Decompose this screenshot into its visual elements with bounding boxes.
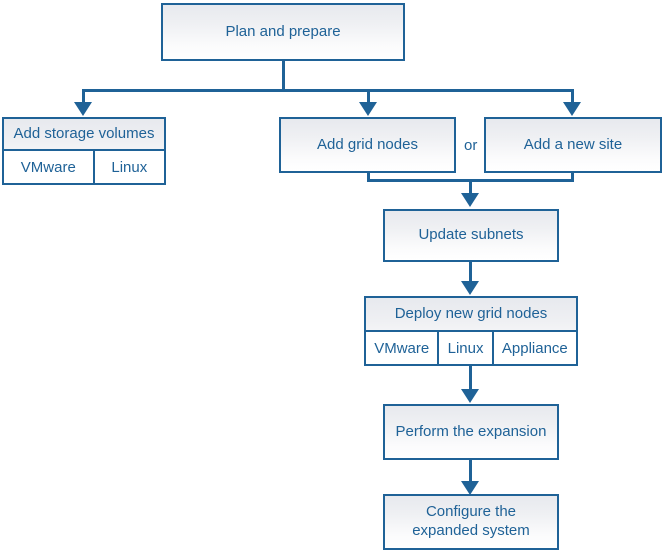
connector-plan-to-storage-drop xyxy=(82,89,85,103)
option-linux[interactable]: Linux xyxy=(92,151,164,183)
connector-update-subnets-to-deploy xyxy=(469,262,472,283)
arrowhead-to-perform-the-expansion xyxy=(461,389,479,403)
node-label: Add a new site xyxy=(523,135,623,153)
node-add-storage-volumes[interactable]: Add storage volumes VMware Linux xyxy=(2,117,166,185)
node-label: Add grid nodes xyxy=(317,135,418,153)
option-linux[interactable]: Linux xyxy=(437,332,492,364)
platform-options-row: VMware Linux Appliance xyxy=(366,330,576,364)
connector-deploy-to-perform xyxy=(469,366,472,390)
platform-options-row: VMware Linux xyxy=(4,149,164,183)
option-vmware[interactable]: VMware xyxy=(4,151,93,183)
node-perform-the-expansion[interactable]: Perform the expansion xyxy=(383,404,559,460)
arrowhead-to-add-storage-volumes xyxy=(74,102,92,116)
node-configure-the-expanded-system[interactable]: Configure the expanded system xyxy=(383,494,559,550)
arrowhead-to-add-a-new-site xyxy=(563,102,581,116)
node-label: Deploy new grid nodes xyxy=(394,304,548,322)
arrowhead-to-configure-the-expanded-system xyxy=(461,481,479,495)
node-label: Configure the expanded system xyxy=(412,503,530,539)
option-vmware[interactable]: VMware xyxy=(366,332,438,364)
node-label: Update subnets xyxy=(418,226,524,244)
or-connector-label: or xyxy=(464,137,478,154)
connector-newsite-down xyxy=(571,173,574,182)
connector-plan-to-gridnodes-drop xyxy=(367,89,370,103)
connector-plan-stem xyxy=(282,61,285,91)
connector-merge-stem xyxy=(469,179,472,195)
arrowhead-to-deploy-new-grid-nodes xyxy=(461,281,479,295)
connector-gridnodes-down xyxy=(367,173,370,182)
node-plan-and-prepare[interactable]: Plan and prepare xyxy=(161,3,405,61)
node-add-a-new-site[interactable]: Add a new site xyxy=(484,117,662,173)
arrowhead-to-update-subnets xyxy=(461,193,479,207)
node-label: Add storage volumes xyxy=(13,124,155,142)
connector-perform-to-configure xyxy=(469,460,472,482)
connector-plan-bus xyxy=(82,89,574,92)
node-deploy-new-grid-nodes[interactable]: Deploy new grid nodes VMware Linux Appli… xyxy=(364,296,578,366)
node-update-subnets[interactable]: Update subnets xyxy=(383,209,559,262)
node-add-grid-nodes[interactable]: Add grid nodes xyxy=(279,117,456,173)
node-label: Perform the expansion xyxy=(395,422,547,440)
option-appliance[interactable]: Appliance xyxy=(491,332,576,364)
connector-plan-to-newsite-drop xyxy=(571,89,574,103)
node-label: Plan and prepare xyxy=(225,22,341,40)
arrowhead-to-add-grid-nodes xyxy=(359,102,377,116)
